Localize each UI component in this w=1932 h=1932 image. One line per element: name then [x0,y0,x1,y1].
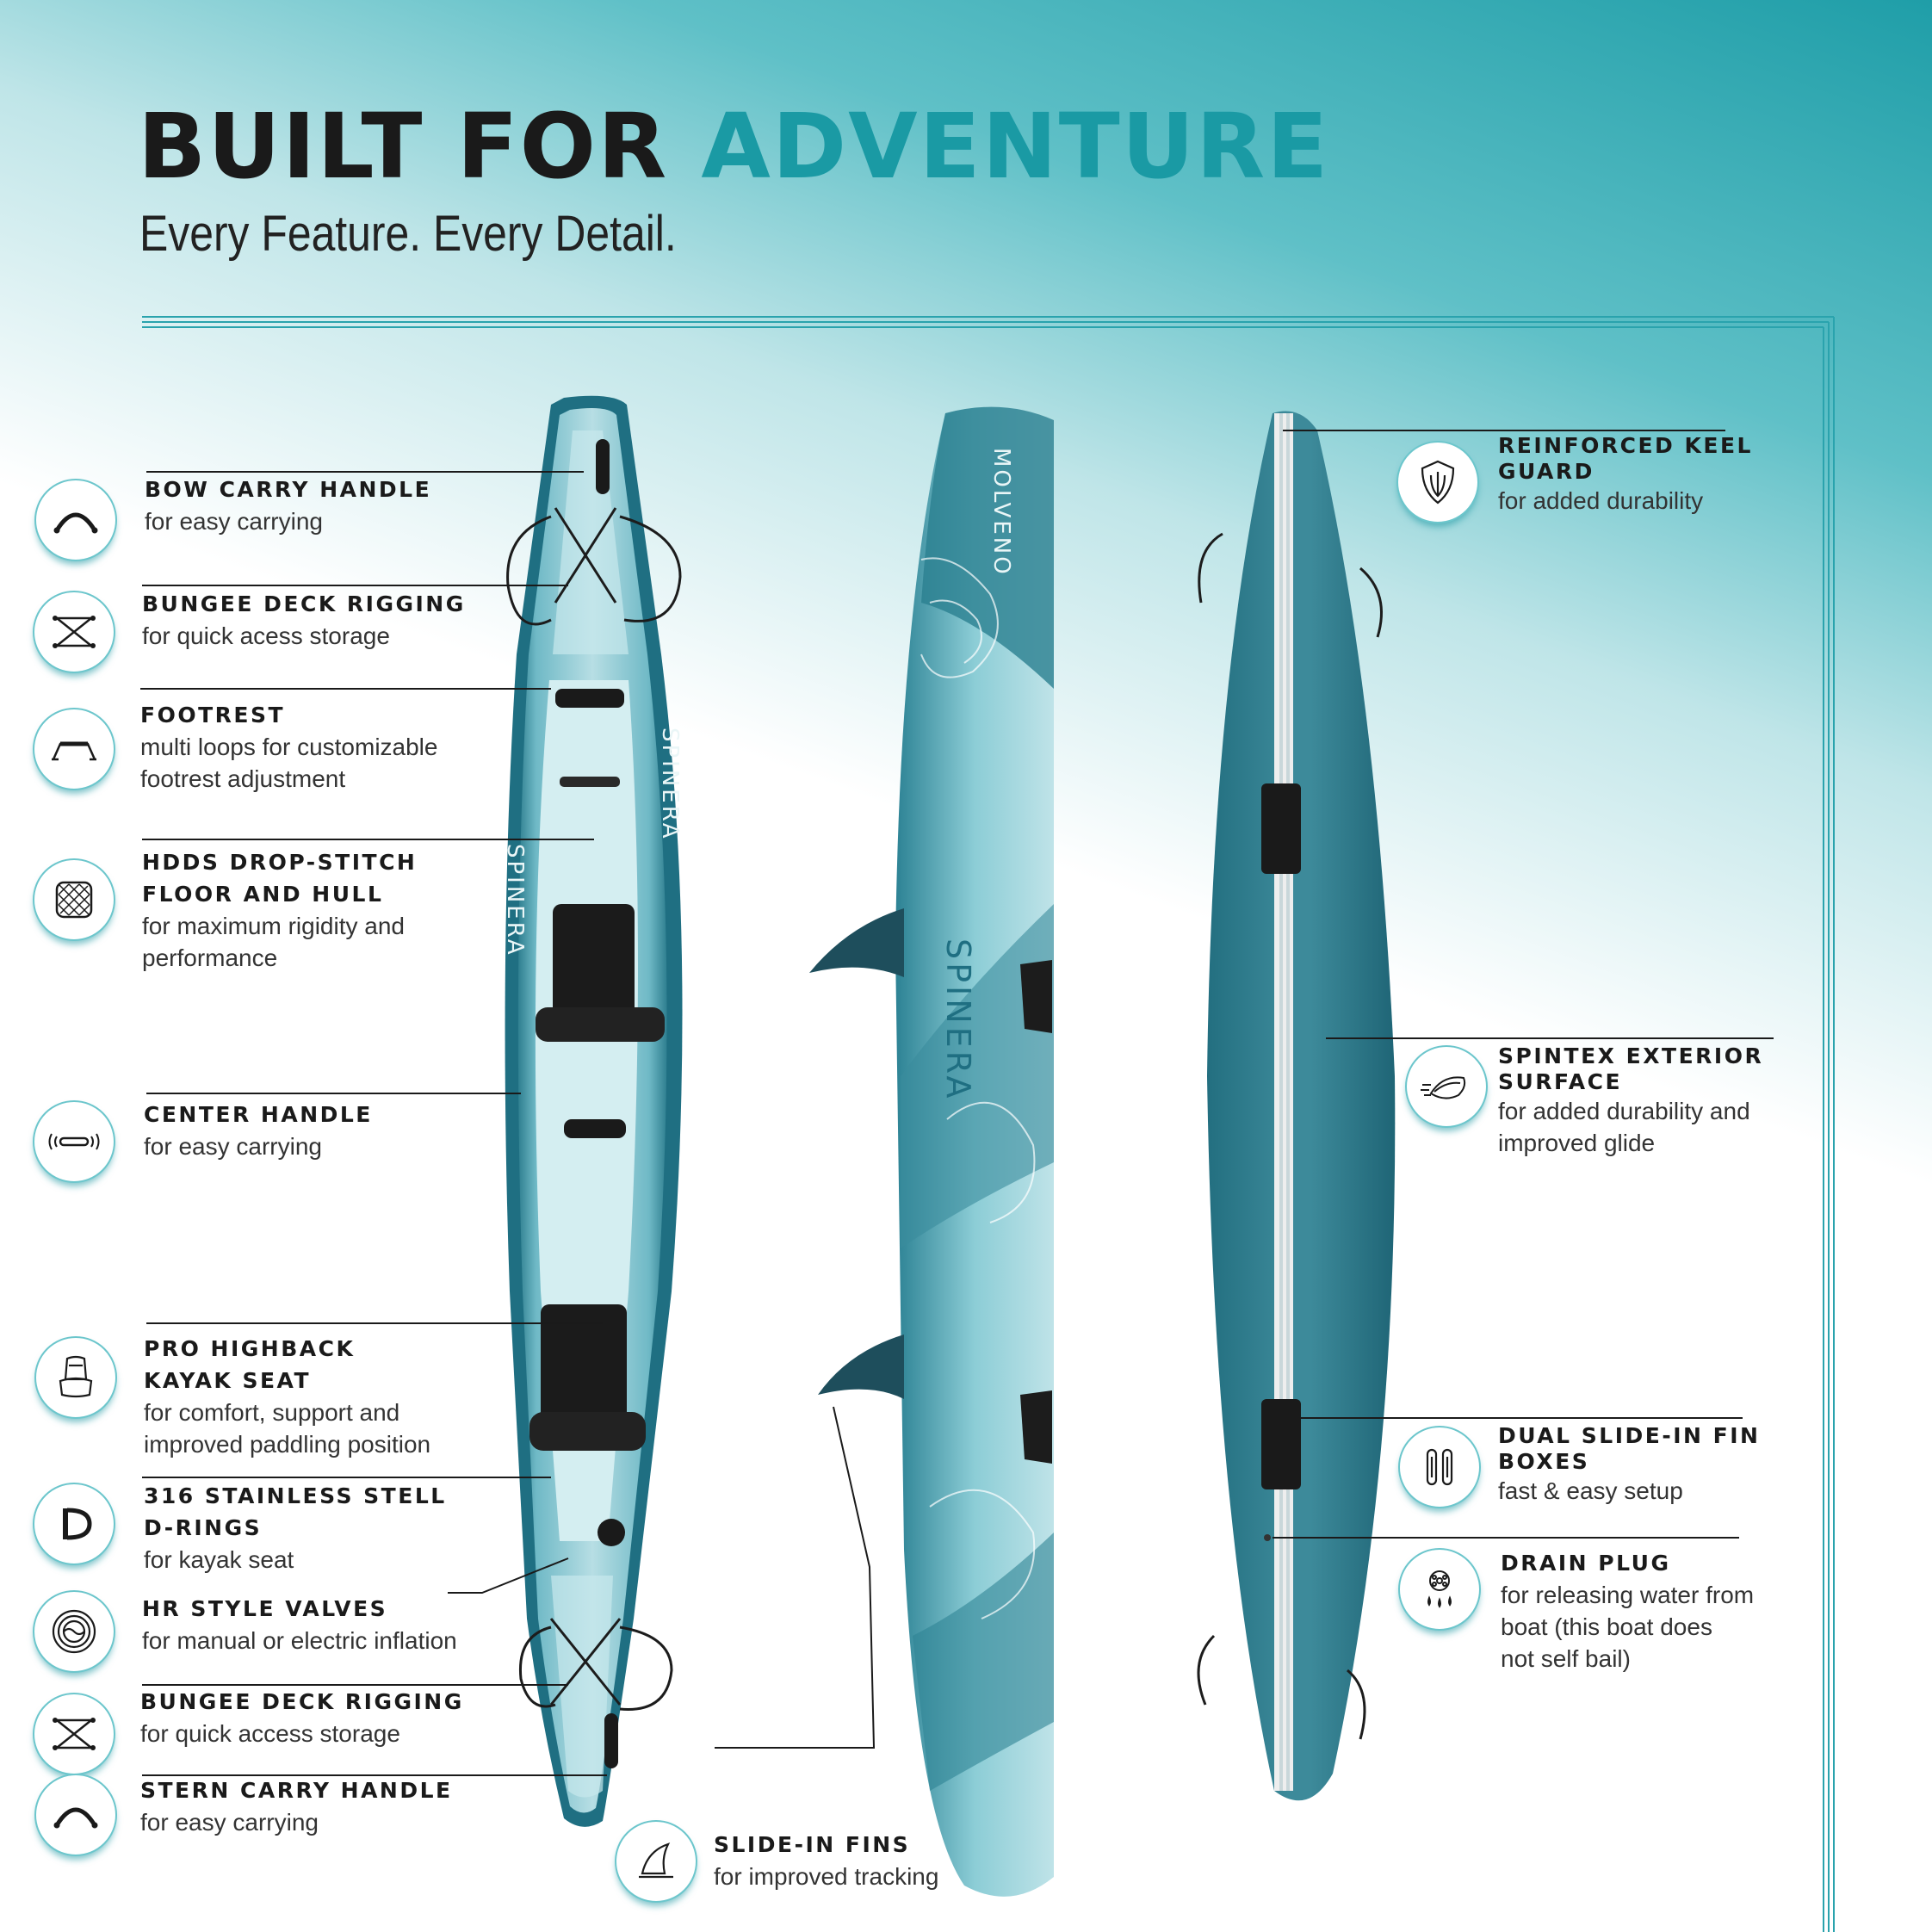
feature-drain-plug: DRAIN PLUG for releasing water from boat… [1501,1547,1754,1675]
feature-bungee-deck-rigging-bow: BUNGEE DECK RIGGING for quick acess stor… [142,588,466,652]
feature-title: CENTER HANDLE [144,1102,373,1127]
feature-desc: for kayak seat [144,1546,294,1573]
valve-icon [33,1590,115,1673]
feature-slide-in-fins: SLIDE-IN FINS for improved tracking [714,1829,938,1892]
svg-text:SPINERA: SPINERA [502,844,528,957]
svg-text:SPINERA: SPINERA [939,938,977,1102]
feature-fin-boxes: DUAL SLIDE-IN FIN BOXES fast & easy setu… [1498,1423,1760,1507]
svg-text:SPINERA: SPINERA [657,728,683,841]
feature-stern-carry-handle: STERN CARRY HANDLE for easy carrying [140,1774,453,1838]
page-title-part1: BUILT FOR [138,94,702,199]
feature-spintex-surface: SPINTEX EXTERIOR SURFACE for added durab… [1498,1043,1763,1159]
feature-footrest: FOOTREST multi loops for customizable fo… [140,699,437,795]
feature-desc: for releasing water from boat (this boat… [1501,1582,1755,1672]
feature-hr-valves: HR STYLE VALVES for manual or electric i… [142,1593,457,1656]
stern-carry-handle-icon [34,1774,117,1856]
kayak-side-view: SPINERA MOLVENO [809,406,1054,1897]
page-title-part2: ADVENTURE [701,94,1330,199]
feature-desc: for easy carrying [145,508,323,535]
shield-icon [1396,441,1479,523]
bungee-stern-icon [33,1693,115,1775]
footrest-icon [33,708,115,790]
feature-center-handle: CENTER HANDLE for easy carrying [144,1099,373,1162]
feature-desc: for maximum rigidity and performance [142,913,405,971]
feature-title: HR STYLE VALVES [142,1596,388,1621]
feature-title: DRAIN PLUG [1501,1551,1671,1576]
center-handle-icon [33,1100,115,1183]
feature-title: SLIDE-IN FINS [714,1832,911,1857]
dropstitch-icon [33,858,115,941]
feature-title: STERN CARRY HANDLE [140,1778,453,1803]
feature-desc: for comfort, support and improved paddli… [144,1399,431,1458]
seat-icon [34,1336,117,1419]
d-ring-icon [33,1483,115,1565]
feature-hdds-floor: HDDS DROP-STITCH FLOOR AND HULL for maxi… [142,846,417,974]
feature-title: REINFORCED KEEL GUARD [1498,433,1753,484]
page-subtitle: Every Feature. Every Detail. [139,206,677,262]
fin-icon [615,1820,697,1903]
feature-desc: for improved tracking [714,1863,939,1890]
kayak-bottom-view [1197,411,1396,1801]
feature-desc: for easy carrying [140,1809,319,1836]
surface-icon [1405,1045,1488,1128]
feature-desc: fast & easy setup [1498,1477,1683,1504]
bungee-bow-icon [33,591,115,673]
fin-box-icon [1398,1426,1481,1508]
feature-bow-carry-handle: BOW CARRY HANDLE for easy carrying [145,474,431,537]
page-title: BUILT FOR ADVENTURE [138,102,1329,191]
drain-plug-icon [1398,1548,1481,1631]
feature-desc: for easy carrying [144,1133,322,1160]
feature-highback-seat: PRO HIGHBACK KAYAK SEAT for comfort, sup… [144,1333,430,1460]
feature-title: BUNGEE DECK RIGGING [142,591,466,616]
feature-title: HDDS DROP-STITCH FLOOR AND HULL [142,850,418,907]
feature-title: SPINTEX EXTERIOR SURFACE [1498,1043,1764,1094]
kayak-top-view: SPINERA SPINERA [502,395,683,1827]
bow-carry-handle-icon [34,479,117,561]
feature-desc: for quick acess storage [142,622,390,649]
feature-d-rings: 316 STAINLESS STELL D-RINGS for kayak se… [144,1480,447,1576]
feature-desc: for manual or electric inflation [142,1627,457,1654]
feature-title: 316 STAINLESS STELL D-RINGS [144,1483,447,1540]
feature-title: DUAL SLIDE-IN FIN BOXES [1498,1423,1761,1474]
feature-desc: for quick access storage [140,1720,400,1747]
feature-title: BUNGEE DECK RIGGING [140,1689,464,1714]
feature-desc: for added durability [1498,487,1704,514]
frame-lines [142,316,1835,1932]
feature-desc: for added durability and improved glide [1498,1098,1750,1156]
leader-lines [140,430,1774,1776]
feature-title: PRO HIGHBACK KAYAK SEAT [144,1336,356,1393]
feature-bungee-deck-rigging-stern: BUNGEE DECK RIGGING for quick access sto… [140,1686,464,1749]
feature-keel-guard: REINFORCED KEEL GUARD for added durabili… [1498,433,1753,517]
feature-desc: multi loops for customizable footrest ad… [140,734,438,792]
svg-text:MOLVENO: MOLVENO [988,448,1014,577]
feature-title: BOW CARRY HANDLE [145,477,432,502]
feature-title: FOOTREST [140,703,286,728]
